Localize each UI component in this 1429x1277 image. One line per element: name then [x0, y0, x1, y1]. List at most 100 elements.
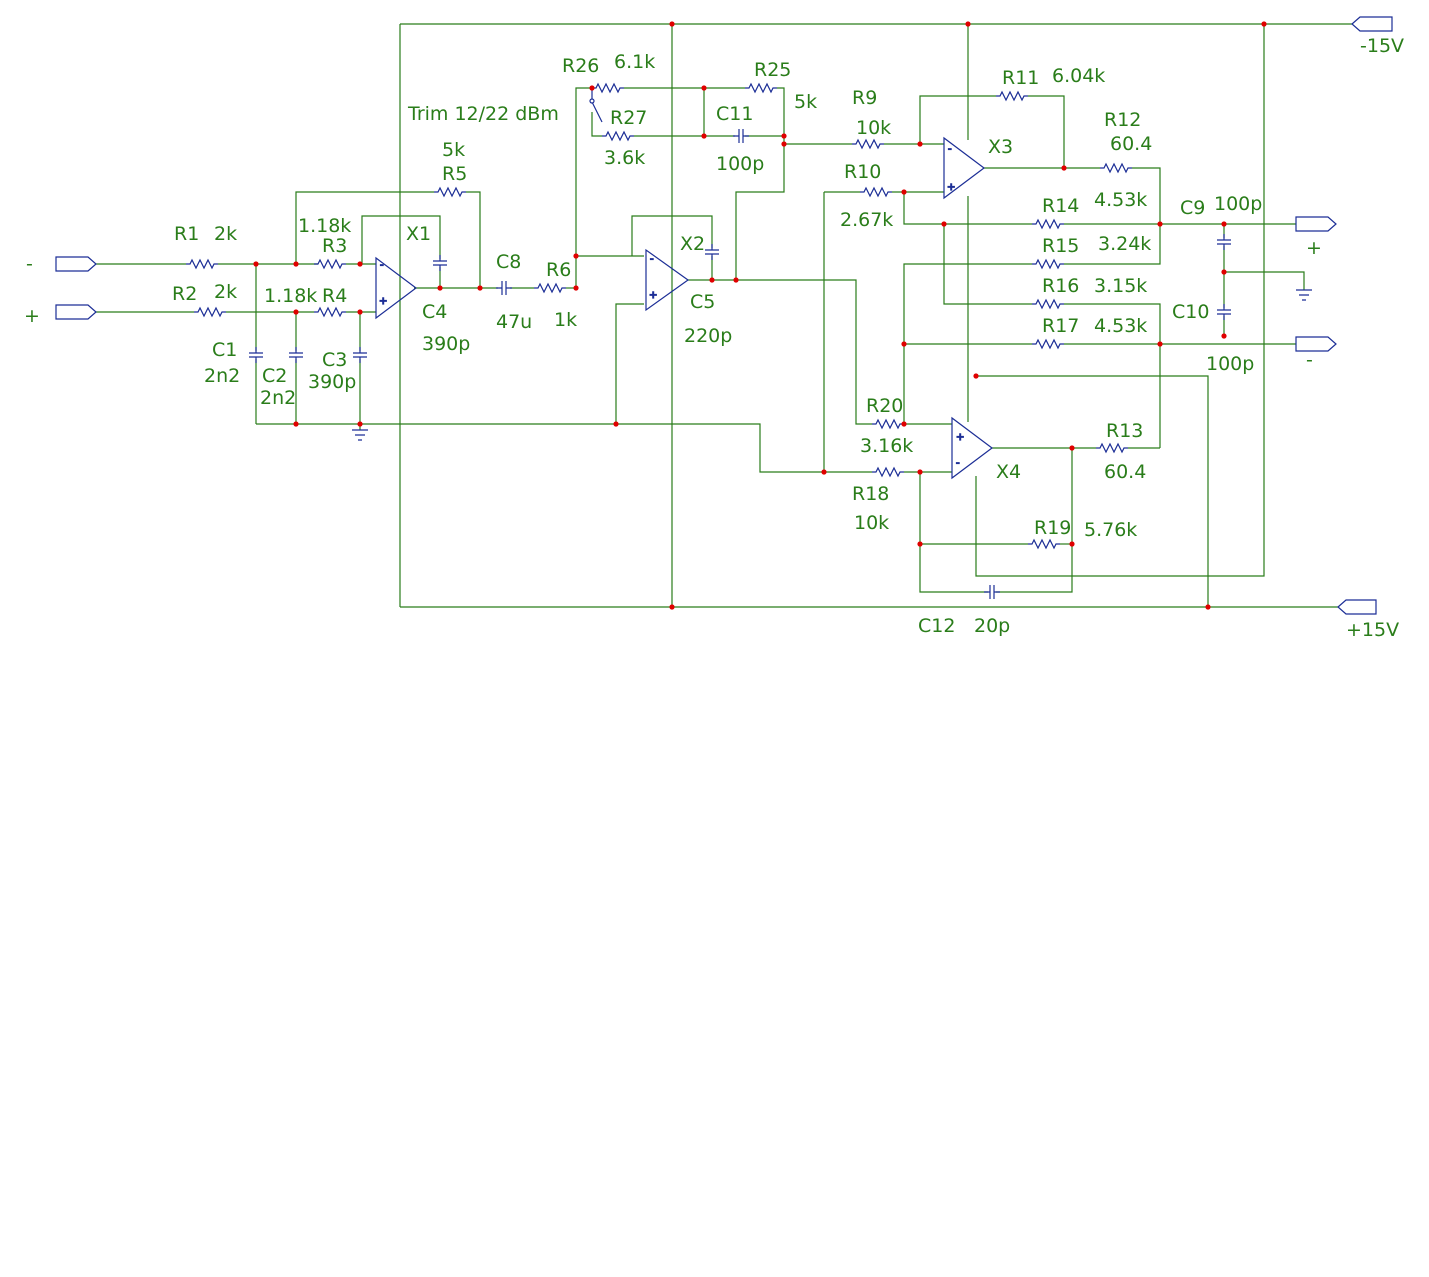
C9-capacitor	[1216, 233, 1232, 251]
R10-resistor	[859, 187, 893, 197]
R17-resistor	[1031, 339, 1065, 349]
R2-value: 2k	[214, 281, 237, 303]
R26-resistor	[591, 83, 625, 93]
R4-value: 1.18k	[264, 285, 317, 307]
C10-value: 100p	[1206, 353, 1254, 375]
R6-ref: R6	[546, 259, 571, 281]
C11-ref: C11	[716, 103, 753, 125]
R10-ref: R10	[844, 161, 881, 183]
svg-text:-: -	[380, 260, 384, 271]
C4-capacitor	[432, 254, 448, 272]
out-minus-label: -	[1306, 349, 1313, 371]
R6-value: 1k	[554, 309, 577, 331]
R9-ref: R9	[852, 87, 877, 109]
svg-text:-: -	[956, 458, 960, 469]
R16-value: 3.15k	[1094, 275, 1147, 297]
C10-ref: C10	[1172, 301, 1209, 323]
opamp-X2: - +	[645, 248, 690, 312]
R17-ref: R17	[1042, 315, 1079, 337]
svg-text:+: +	[956, 432, 964, 443]
R11-resistor	[995, 91, 1029, 101]
R18-value: 10k	[854, 512, 889, 534]
ground-icon	[352, 289, 1312, 441]
C12-ref: C12	[918, 615, 955, 637]
C3-value: 390p	[308, 371, 356, 393]
R2-resistor	[193, 307, 227, 317]
R12-ref: R12	[1104, 109, 1141, 131]
pos-supply-label: +15V	[1346, 619, 1399, 641]
R4-resistor	[313, 307, 347, 317]
R5-resistor	[433, 187, 467, 197]
opamp-X3: - +	[943, 136, 985, 200]
C4-ref: C4	[422, 301, 447, 323]
R13-resistor	[1095, 443, 1129, 453]
R12-resistor	[1099, 163, 1133, 173]
C5-capacitor	[704, 243, 720, 261]
C5-ref: C5	[690, 291, 715, 313]
C8-value: 47u	[496, 311, 532, 333]
R1-value: 2k	[214, 223, 237, 245]
C1-capacitor	[248, 346, 264, 364]
C2-ref: C2	[262, 365, 287, 387]
R3-value: 1.18k	[298, 215, 351, 237]
R20-value: 3.16k	[860, 435, 913, 457]
pos-supply-port	[1337, 599, 1377, 615]
R13-value: 60.4	[1104, 461, 1146, 483]
labels: - + -15V +15V + - Trim 12/22 dBm X1 X2 X…	[24, 35, 1404, 641]
R9-value: 10k	[856, 117, 891, 139]
R2-ref: R2	[172, 283, 197, 305]
R17-value: 4.53k	[1094, 315, 1147, 337]
R26-ref: R26	[562, 55, 599, 77]
C12-capacitor	[983, 584, 1001, 600]
R19-resistor	[1027, 539, 1061, 549]
R20-resistor	[871, 419, 905, 429]
R5-value: 5k	[442, 139, 465, 161]
C8-capacitor	[495, 280, 513, 296]
X2-label: X2	[680, 233, 705, 255]
R1-ref: R1	[174, 223, 199, 245]
out-plus-port	[1295, 216, 1337, 232]
out-minus-port	[1295, 336, 1337, 352]
R18-resistor	[871, 467, 905, 477]
R3-ref: R3	[322, 235, 347, 257]
R15-resistor	[1031, 259, 1065, 269]
R26-value: 6.1k	[614, 51, 655, 73]
R16-ref: R16	[1042, 275, 1079, 297]
C10-capacitor	[1216, 303, 1232, 321]
R14-ref: R14	[1042, 195, 1079, 217]
out-plus-label: +	[1306, 237, 1322, 259]
C1-ref: C1	[212, 339, 237, 361]
in-minus-label: -	[26, 253, 33, 275]
C3-ref: C3	[322, 349, 347, 371]
R27-ref: R27	[610, 107, 647, 129]
R5-ref: R5	[442, 163, 467, 185]
C8-ref: C8	[496, 251, 521, 273]
svg-text:+: +	[947, 182, 955, 193]
in-minus-port	[55, 256, 97, 272]
R15-value: 3.24k	[1098, 233, 1151, 255]
R27-value: 3.6k	[604, 147, 645, 169]
svg-text:+: +	[649, 290, 657, 301]
X3-label: X3	[988, 136, 1013, 158]
R11-value: 6.04k	[1052, 65, 1105, 87]
R10-value: 2.67k	[840, 209, 893, 231]
R1-resistor	[185, 259, 219, 269]
svg-text:-: -	[948, 144, 952, 155]
in-plus-port	[55, 304, 97, 320]
C9-value: 100p	[1214, 193, 1262, 215]
svg-text:-: -	[650, 254, 654, 265]
opamp-X1: - +	[375, 256, 417, 320]
R14-resistor	[1031, 219, 1065, 229]
C4-value: 390p	[422, 333, 470, 355]
R19-ref: R19	[1034, 517, 1071, 539]
C5-value: 220p	[684, 325, 732, 347]
C9-ref: C9	[1180, 197, 1205, 219]
C1-value: 2n2	[204, 365, 240, 387]
R11-ref: R11	[1002, 67, 1039, 89]
R16-resistor	[1031, 299, 1065, 309]
R12-value: 60.4	[1110, 133, 1152, 155]
R19-value: 5.76k	[1084, 519, 1137, 541]
C2-capacitor	[288, 346, 304, 364]
R3-resistor	[313, 259, 347, 269]
